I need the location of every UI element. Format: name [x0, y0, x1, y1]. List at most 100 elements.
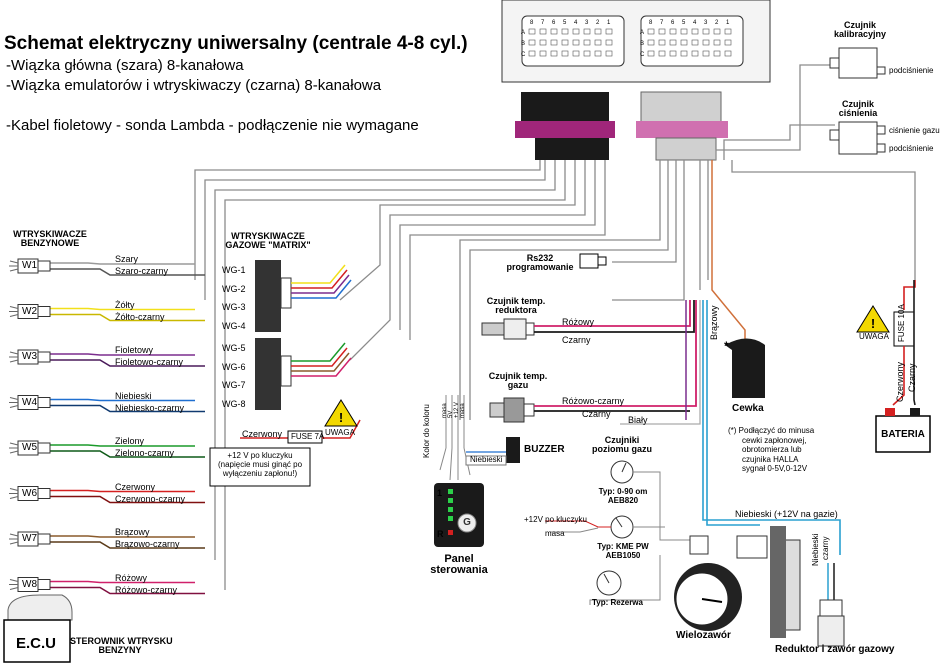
connector-row-letter: A	[521, 30, 525, 36]
connector-pin	[691, 39, 699, 46]
petrol-injector-id: W5	[22, 442, 37, 453]
connector-pin	[724, 39, 732, 46]
connector-pin-number: 1	[607, 20, 611, 26]
connector-pin	[713, 39, 721, 46]
connector-pin	[594, 28, 602, 35]
buzzer-wire: Niebieski	[470, 455, 503, 464]
control-panel	[434, 483, 484, 547]
petrol-injector-id: W6	[22, 487, 37, 499]
connector-pin-number: 5	[563, 20, 567, 26]
petrol-wire-label: Szaro-czarny	[115, 266, 169, 276]
connector-pin	[691, 50, 699, 57]
petrol-wire	[50, 307, 195, 311]
battery-wire1: Czerwony	[895, 361, 905, 402]
connector-pin	[680, 28, 688, 35]
connector-pin	[680, 50, 688, 57]
reducer-label: Reduktor i zawór gazowy	[775, 644, 895, 655]
connector-pin	[594, 39, 602, 46]
buzzer	[465, 437, 520, 466]
petrol-injector-plug	[37, 351, 51, 363]
connector-pin-number: 7	[660, 20, 664, 26]
gas-valve-wire2: czarny	[821, 536, 830, 560]
connector-pin	[583, 50, 591, 57]
petrol-injector-plug	[37, 579, 51, 590]
ecu-label: E.C.U	[15, 635, 56, 652]
connector-pin	[658, 50, 666, 57]
temp-gas-wire3: Biały	[628, 415, 648, 425]
level-plus12-label: +12V po kluczyku	[524, 515, 587, 524]
battery-wire2: Czarny	[907, 363, 917, 392]
temp-sensor-reducer	[481, 300, 695, 340]
petrol-wire-label: Żółty	[115, 299, 135, 310]
connector-row-letter: C	[640, 52, 645, 58]
pressure-sensor	[829, 121, 886, 155]
gas-valve	[817, 563, 845, 647]
coil-wire-label: Brązowy	[709, 305, 719, 340]
injector-spray-icon	[9, 488, 19, 499]
petrol-wire	[50, 398, 195, 402]
petrol-wire-label: Żółto-czarny	[115, 311, 165, 322]
gas-injector-label: WG-5	[222, 343, 246, 353]
connector-pin	[550, 50, 558, 57]
battery-fuse-label: FUSE 10A	[897, 304, 906, 342]
connector-pin	[561, 50, 569, 57]
connector-pin	[724, 50, 732, 57]
blue-wire-label: Niebieski (+12V na gazie)	[735, 509, 838, 519]
connector-pin	[658, 28, 666, 35]
connector-pin	[561, 28, 569, 35]
petrol-injector-id: W4	[22, 396, 37, 408]
gas-injector-rail-2	[255, 338, 292, 410]
petrol-wire-label: Fioletowo-czarny	[115, 357, 184, 367]
panel-button-g[interactable]: G	[463, 517, 471, 528]
fuse-7a	[209, 419, 361, 487]
connector-pin	[724, 28, 732, 35]
petrol-injector-plug	[37, 533, 51, 545]
connector-pin-number: 6	[671, 20, 675, 26]
petrol-injector-id: W1	[22, 260, 37, 271]
petrol-wire	[50, 444, 195, 447]
rs232-plug	[579, 253, 607, 269]
connector-pin-number: 8	[649, 20, 653, 26]
fuse-supply-wire: Czerwony	[242, 429, 283, 439]
coil-asterisk: *	[724, 339, 729, 353]
connector-pin	[669, 28, 677, 35]
connector-pin	[647, 28, 655, 35]
petrol-wire-label: Różowo-czarny	[115, 584, 178, 595]
injector-spray-icon	[9, 306, 19, 317]
petrol-wire	[50, 313, 205, 322]
connector-pin	[702, 39, 710, 46]
gas-injector-label: WG-2	[222, 283, 246, 294]
petrol-wire	[50, 495, 205, 504]
connector-pin	[605, 50, 613, 57]
connector-row-letter: C	[521, 52, 526, 58]
petrol-wire-label: Fioletowy	[115, 345, 154, 355]
injector-spray-icon	[9, 579, 19, 590]
multivalve	[674, 535, 742, 631]
connector-pin-number: 5	[682, 20, 686, 26]
panel-row2-label: R	[437, 529, 444, 539]
connector-pin	[528, 28, 536, 35]
page-title: Schemat elektryczny uniwersalny (central…	[4, 33, 468, 54]
petrol-wire-label: Różowy	[115, 572, 148, 583]
petrol-injector-id: W3	[22, 351, 37, 362]
connector-pin	[647, 50, 655, 57]
gas-injector-label: WG-7	[222, 380, 246, 390]
connector-pin	[572, 50, 580, 57]
connector-pin	[669, 39, 677, 46]
connector-pin	[572, 39, 580, 46]
pressure-port-1: ciśnienie gazu	[889, 126, 940, 135]
gas-injector-label: WG-1	[222, 265, 246, 275]
petrol-wire	[50, 541, 205, 549]
connector-row-letter: A	[640, 30, 644, 36]
temp-reducer-wire1: Różowy	[562, 317, 595, 327]
connector-pin-number: 2	[596, 20, 600, 26]
temp-reducer-wire2: Czarny	[562, 335, 591, 345]
petrol-wire	[50, 489, 195, 493]
